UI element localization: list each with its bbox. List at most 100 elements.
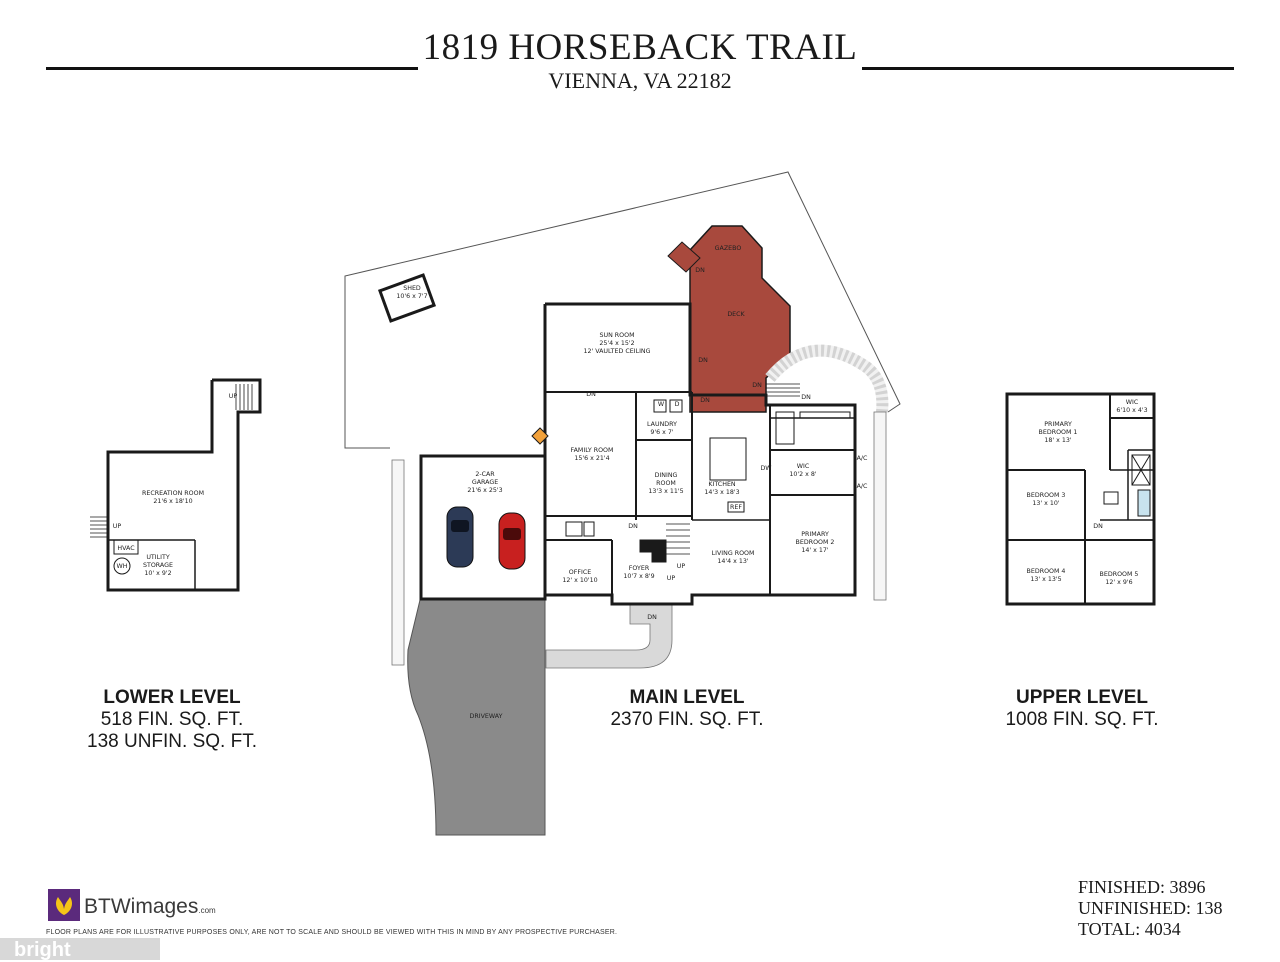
title-rule-right — [862, 67, 1234, 70]
walkway-dn-label: DN — [647, 614, 657, 621]
bedroom-3-label: BEDROOM 3 — [1027, 492, 1066, 499]
lower-level-finished: 518 FIN. SQ. FT. — [100, 709, 244, 730]
paver-path — [765, 344, 889, 413]
family-room-dim: 15'6 x 21'4 — [574, 455, 609, 462]
foyer-dim: 10'7 x 8'9 — [623, 573, 654, 580]
recreation-room-label: RECREATION ROOM — [142, 490, 204, 497]
hvac-label: HVAC — [117, 545, 135, 552]
primary-bedroom-1-label-2: BEDROOM 1 — [1039, 429, 1078, 436]
lower-level-unfinished: 138 UNFIN. SQ. FT. — [87, 731, 257, 752]
yard-fence — [344, 171, 901, 449]
upper-dn-label: DN — [1093, 523, 1103, 530]
living-room-label: LIVING ROOM — [712, 550, 755, 557]
floor-plan-disclaimer: FLOOR PLANS ARE FOR ILLUSTRATIVE PURPOSE… — [46, 929, 618, 936]
flower-logo-icon — [48, 889, 80, 921]
driveway-label: DRIVEWAY — [470, 713, 503, 720]
storage-label: STORAGE — [143, 562, 173, 569]
ac-label-2: A/C — [857, 483, 868, 490]
bedroom-3-dim: 13' x 10' — [1032, 500, 1059, 507]
primary-bedroom-2-dim: 14' x 17' — [801, 547, 828, 554]
square-footage-totals: FINISHED: 3896 UNFINISHED: 138 TOTAL: 40… — [1078, 877, 1223, 940]
kitchen-dim: 14'3 x 18'3 — [704, 489, 739, 496]
property-address-title: 1819 HORSEBACK TRAIL — [422, 27, 858, 68]
logo-wordmark: BTWimages.com — [84, 895, 216, 918]
primary-bedroom-1-dim: 18' x 13' — [1044, 437, 1071, 444]
lower-level-title: LOWER LEVEL — [103, 687, 241, 708]
sunroom-dim: 25'4 x 15'2 — [599, 340, 634, 347]
upper-level-title: UPPER LEVEL — [1016, 687, 1148, 708]
shed — [377, 273, 437, 323]
lower-level-summary: LOWER LEVEL 518 FIN. SQ. FT. 138 UNFIN. … — [42, 687, 302, 753]
paver-columns — [391, 411, 887, 666]
main-level-summary: MAIN LEVEL 2370 FIN. SQ. FT. — [557, 687, 817, 731]
dw-label: DW — [760, 465, 772, 472]
garage-cars — [446, 506, 526, 570]
total-all: TOTAL: 4034 — [1078, 919, 1181, 939]
living-room-dim: 14'4 x 13' — [717, 558, 748, 565]
upper-level-finished: 1008 FIN. SQ. FT. — [1005, 709, 1159, 730]
dining-label-2: ROOM — [656, 480, 676, 487]
bedroom-dn-label: DN — [801, 394, 811, 401]
lower-level-plan — [90, 378, 262, 592]
bedroom-4-dim: 13' x 13'5 — [1030, 576, 1061, 583]
bedroom-5-label: BEDROOM 5 — [1100, 571, 1139, 578]
dining-dim: 13'3 x 11'5 — [648, 488, 683, 495]
primary-bedroom-2-label-2: BEDROOM 2 — [796, 539, 835, 546]
dryer-label: D — [675, 401, 680, 408]
wic-main-label: WIC — [797, 463, 810, 470]
family-room-label: FAMILY ROOM — [571, 447, 614, 454]
utility-label: UTILITY — [146, 554, 170, 561]
total-finished: FINISHED: 3896 — [1078, 877, 1206, 897]
sunroom-dn-label: DN — [586, 391, 596, 398]
upper-level-summary: UPPER LEVEL 1008 FIN. SQ. FT. — [952, 687, 1212, 731]
deck-dn-label-4: DN — [700, 397, 710, 404]
main-level-title: MAIN LEVEL — [629, 687, 745, 708]
ref-label: REF — [730, 504, 742, 511]
bedroom-5-dim: 12' x 9'6 — [1105, 579, 1132, 586]
primary-bedroom-1-label: PRIMARY — [1044, 421, 1072, 428]
recreation-room-dim: 21'6 x 18'10 — [153, 498, 192, 505]
bright-watermark: bright — [0, 938, 160, 961]
deck-dn-label-3: DN — [752, 382, 762, 389]
garage-dim: 21'6 x 25'3 — [467, 487, 502, 494]
foyer-up-label-2: UP — [667, 575, 676, 582]
wic-upper-label: WIC — [1126, 399, 1139, 406]
sunroom-note: 12' VAULTED CEILING — [583, 348, 650, 355]
deck-area — [689, 225, 791, 413]
wic-main-dim: 10'2 x 8' — [789, 471, 816, 478]
deck-dn-label: DN — [695, 267, 705, 274]
laundry-dim: 9'6 x 7' — [650, 429, 673, 436]
lower-up-label-2: UP — [113, 523, 122, 530]
kitchen-label: KITCHEN — [708, 481, 736, 488]
shed-dim: 10'6 x 7'7 — [396, 293, 427, 300]
bedroom-4-label: BEDROOM 4 — [1027, 568, 1066, 575]
total-unfinished: UNFINISHED: 138 — [1078, 898, 1223, 918]
dining-label: DINING — [655, 472, 678, 479]
water-heater-label: WH — [117, 563, 128, 570]
main-fixtures — [531, 383, 851, 563]
deck-label: DECK — [727, 311, 745, 318]
foyer-up-label: UP — [677, 563, 686, 570]
washer-label: W — [658, 401, 665, 408]
deck-dn-label-2: DN — [698, 357, 708, 364]
primary-bedroom-2-label: PRIMARY — [801, 531, 829, 538]
main-level-finished: 2370 FIN. SQ. FT. — [610, 709, 764, 730]
office-label: OFFICE — [569, 569, 591, 576]
property-city-subtitle: VIENNA, VA 22182 — [548, 68, 732, 93]
driveway — [407, 599, 546, 836]
wic-upper-dim: 6'10 x 4'3 — [1116, 407, 1147, 414]
gazebo-label: GAZEBO — [715, 245, 742, 252]
ac-label-1: A/C — [857, 455, 868, 462]
lower-up-label: UP — [229, 393, 238, 400]
garage-label-2: GARAGE — [472, 479, 498, 486]
laundry-label: LAUNDRY — [647, 421, 677, 428]
office-dim: 12' x 10'10 — [562, 577, 597, 584]
hall-dn-label: DN — [628, 523, 638, 530]
deck-steps — [667, 241, 701, 273]
front-walkway — [545, 603, 673, 669]
upper-fixtures — [1103, 454, 1151, 517]
shed-label: SHED — [403, 285, 421, 292]
utility-dim: 10' x 9'2 — [144, 570, 171, 577]
main-level-plan — [419, 302, 857, 606]
